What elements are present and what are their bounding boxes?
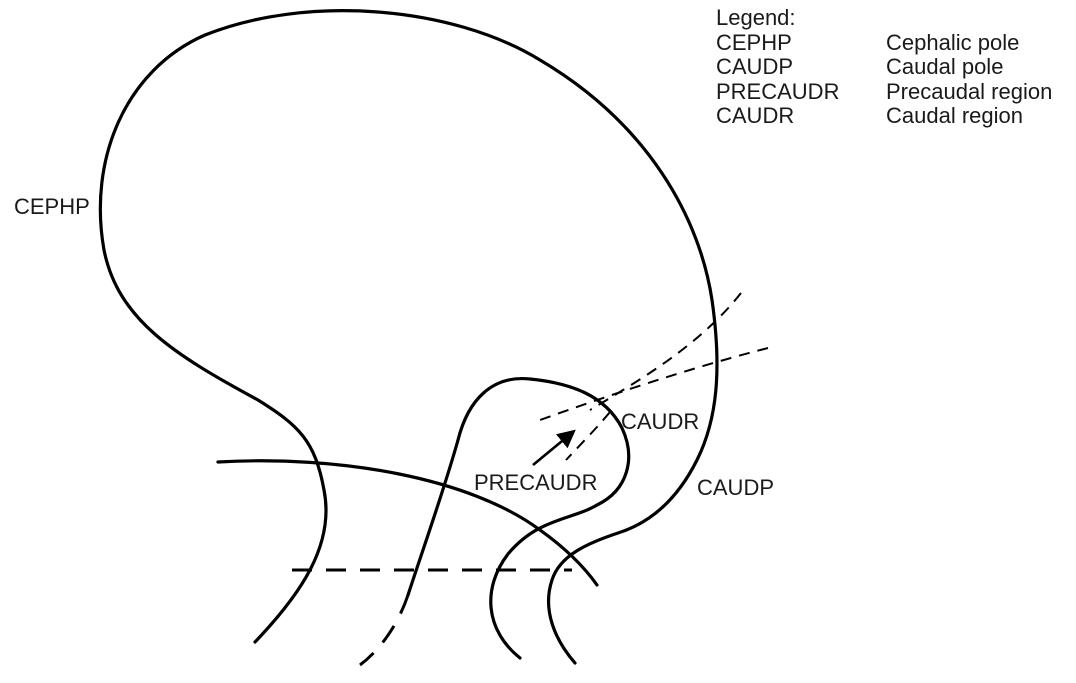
legend-title: Legend: xyxy=(716,6,1052,31)
legend-definition: Precaudal region xyxy=(886,80,1052,105)
caudr-label: CAUDR xyxy=(621,410,699,434)
dashed-line-lower xyxy=(566,412,610,460)
legend-definition: Caudal pole xyxy=(886,55,1003,80)
legend-abbr: CEPHP xyxy=(716,31,886,56)
legend-abbr: CAUDR xyxy=(716,104,886,129)
inner-loop-outline xyxy=(408,379,629,658)
legend: Legend: CEPHP Cephalic pole CAUDP Caudal… xyxy=(716,6,1052,129)
legend-abbr: PRECAUDR xyxy=(716,80,886,105)
caudp-label: CAUDP xyxy=(697,476,774,500)
legend-definition: Caudal region xyxy=(886,104,1023,129)
main-body-outline xyxy=(100,11,717,663)
cephp-label: CEPHP xyxy=(14,195,90,219)
legend-row: PRECAUDR Precaudal region xyxy=(716,80,1052,105)
precaudr-label: PRECAUDR xyxy=(474,471,597,495)
legend-definition: Cephalic pole xyxy=(886,31,1019,56)
legend-abbr: CAUDP xyxy=(716,55,886,80)
legend-row: CAUDP Caudal pole xyxy=(716,55,1052,80)
legend-row: CEPHP Cephalic pole xyxy=(716,31,1052,56)
inner-loop-dashed-continuation xyxy=(360,595,408,665)
legend-row: CAUDR Caudal region xyxy=(716,104,1052,129)
